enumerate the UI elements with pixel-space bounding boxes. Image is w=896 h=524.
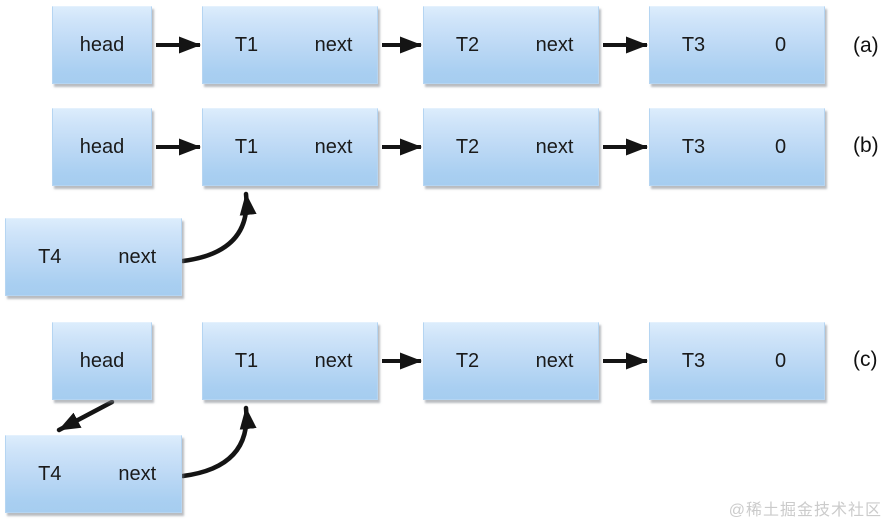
row-label-b: (b) [853,134,879,157]
node-pointer-label: next [535,33,574,56]
node-data-label: T4 [38,462,62,485]
row-label-c: (c) [853,348,878,371]
node-t1-row-b: T1 next [202,108,378,186]
node-t3-row-c: T3 0 [649,322,825,400]
node-head-row-c: head [52,322,152,400]
node-pointer-label: 0 [774,135,787,158]
node-data-label: T3 [681,135,706,158]
node-pointer-label: next [118,462,157,485]
node-t4-row-b: T4 next [5,218,182,296]
node-t4-row-c: T4 next [5,435,182,513]
head-label: head [79,135,125,158]
node-data-label: T2 [455,33,480,56]
head-label: head [79,349,125,372]
node-pointer-label: next [535,135,574,158]
arrow-t4-to-t1-row-c [180,405,257,479]
node-data-label: T2 [455,135,480,158]
node-pointer-label: 0 [774,33,787,56]
arrow-head-to-t4-row-c [56,399,115,433]
node-data-label: T1 [234,135,259,158]
row-label-a: (a) [853,34,879,57]
node-t1-row-a: T1 next [202,6,378,84]
node-t2-row-c: T2 next [423,322,599,400]
node-data-label: T3 [681,349,706,372]
node-t1-row-c: T1 next [202,322,378,400]
node-pointer-label: next [314,33,353,56]
watermark-text: @稀土掘金技术社区 [728,502,882,519]
node-data-label: T3 [681,33,706,56]
node-data-label: T4 [38,245,62,268]
node-pointer-label: next [314,349,353,372]
node-t3-row-a: T3 0 [649,6,825,84]
node-pointer-label: 0 [774,349,787,372]
node-t3-row-b: T3 0 [649,108,825,186]
node-data-label: T1 [234,33,259,56]
node-t2-row-b: T2 next [423,108,599,186]
node-data-label: T2 [455,349,480,372]
node-head-row-a: head [52,6,152,84]
node-t2-row-a: T2 next [423,6,599,84]
head-label: head [79,33,125,56]
node-pointer-label: next [118,245,157,268]
arrow-t4-to-t1-row-b [180,191,257,264]
node-head-row-b: head [52,108,152,186]
node-data-label: T1 [234,349,259,372]
node-pointer-label: next [314,135,353,158]
node-pointer-label: next [535,349,574,372]
